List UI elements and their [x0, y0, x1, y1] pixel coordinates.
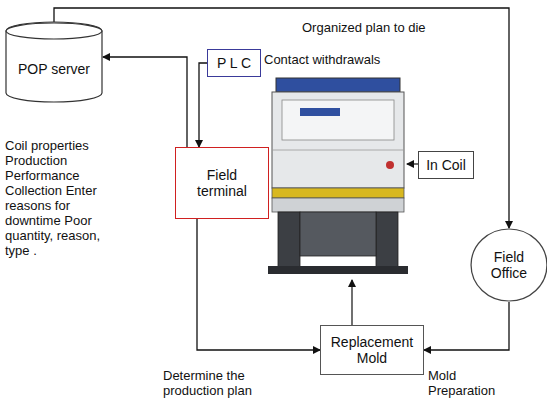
signal-note: Contact withdrawals [264, 52, 414, 67]
plc-box: P L C [207, 49, 261, 77]
flow-arrow [199, 63, 207, 147]
terminal-box: Field terminal [175, 147, 269, 219]
input-box: In Coil [418, 151, 474, 179]
node-text: P L C [217, 55, 251, 71]
flow-arrow [103, 57, 187, 147]
step-note: Mold Preparation [428, 368, 512, 398]
flow-arrow [424, 302, 509, 350]
flow-arrow [54, 8, 509, 228]
edge-label: Organized plan to die [300, 20, 428, 35]
node-text: Field Office [480, 249, 538, 281]
process-box: Replacement Mold [320, 325, 424, 375]
database-cylinder: POP server [5, 22, 103, 102]
node-text: POP server [18, 61, 90, 77]
step-note: Determine the production plan [163, 368, 293, 398]
node-text: Field terminal [182, 167, 262, 199]
node-text: Replacement Mold [327, 334, 417, 366]
flow-arrow [197, 219, 320, 350]
office-circle: Field Office [470, 228, 547, 302]
data-note: Coil properties Production Performance C… [5, 138, 127, 258]
node-text: In Coil [426, 157, 466, 173]
